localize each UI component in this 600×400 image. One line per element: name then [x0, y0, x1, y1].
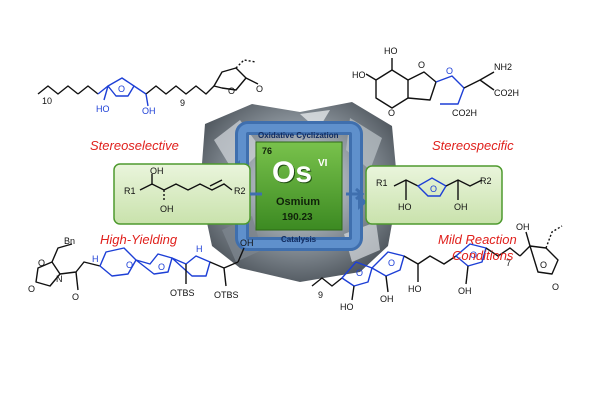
mol-tr-o2: O: [418, 60, 425, 70]
cycle-arrow-right-icon: [358, 194, 367, 210]
mol-br-r1: R1: [376, 178, 388, 188]
mol-br-oh: OH: [454, 202, 468, 212]
mol-br2-o3: O: [470, 250, 477, 260]
product-box: [365, 165, 503, 225]
mol-bl2-otbs1: OTBS: [170, 288, 195, 298]
atomic-mass: 190.23: [282, 212, 313, 223]
mol-bl2-o3: O: [72, 292, 79, 302]
molecule-box-left: [139, 174, 233, 202]
label-high-yielding: High-Yielding: [100, 232, 178, 247]
mol-br2-oh1: OH: [380, 294, 394, 304]
mol-tr-o1: O: [388, 108, 395, 118]
caption-oxidative-cyclization: Oxidative Cyclization: [258, 131, 339, 140]
mol-tr-o3: O: [446, 66, 453, 76]
mol-br2-o4: O: [540, 260, 547, 270]
mol-tl-carbonyl-o: O: [256, 84, 263, 94]
mol-br2-sub9: 9: [318, 290, 323, 300]
molecule-top-right: [365, 58, 495, 109]
mol-bl-oh1: OH: [150, 166, 164, 176]
mol-bl2-bn: Bn: [64, 236, 75, 246]
mol-br2-ho1: HO: [340, 302, 354, 312]
reaction-arrow-out-icon: [346, 187, 365, 201]
caption-catalysis: Catalysis: [281, 235, 317, 244]
mol-br-r2: R2: [480, 176, 492, 186]
mol-br2-oh2: OH: [458, 286, 472, 296]
element-name: Osmium: [276, 196, 321, 208]
molecule-top-left: [37, 59, 259, 107]
mol-tl-lactone-o: O: [228, 86, 235, 96]
mol-bl2-o5: O: [158, 262, 165, 272]
atomic-number: 76: [262, 146, 273, 156]
mol-bl2-o2: O: [28, 284, 35, 294]
mol-tr-ho2: HO: [352, 70, 366, 80]
mol-bl-r2: R2: [234, 186, 246, 196]
element-symbol: Os: [272, 156, 313, 189]
mol-bl2-o4: O: [126, 260, 133, 270]
mol-tr-co2h2: CO2H: [452, 108, 477, 118]
mol-bl2-oh: OH: [240, 238, 254, 248]
mol-tr-nh2: NH2: [494, 62, 512, 72]
mol-bl2-h2: H: [196, 244, 203, 254]
mol-br2-o5: O: [552, 282, 559, 292]
mol-bl2-o1: O: [38, 258, 45, 268]
mol-br2-ho2: HO: [408, 284, 422, 294]
mol-tr-co2h1: CO2H: [494, 88, 519, 98]
molecule-bottom-right: [311, 225, 563, 301]
osmium-element-tile: [255, 141, 343, 231]
label-stereospecific: Stereospecific: [432, 138, 514, 153]
mol-br2-sub7: 7: [506, 258, 511, 268]
mol-tl-oh: OH: [142, 106, 156, 116]
molecule-bottom-left: [35, 243, 245, 291]
mol-bl2-h1: H: [92, 254, 99, 264]
mol-bl-oh2: OH: [160, 204, 174, 214]
mol-bl-r1: R1: [124, 186, 136, 196]
mol-br-ho: HO: [398, 202, 412, 212]
mol-tl-ho: HO: [96, 104, 110, 114]
mol-tl-ring-o: O: [118, 84, 125, 94]
mol-tr-ho1: HO: [384, 46, 398, 56]
oxidation-state: VI: [318, 158, 328, 169]
label-mild-line2: Conditions: [452, 248, 514, 263]
mol-br2-o1: O: [356, 268, 363, 278]
mol-tl-sub10: 10: [42, 96, 52, 106]
mol-br2-o2: O: [388, 258, 395, 268]
mol-tl-sub9: 9: [180, 98, 185, 108]
mol-br-ring-o: O: [430, 184, 437, 194]
label-mild-line1: Mild Reaction: [438, 232, 517, 247]
mol-bl2-n: N: [56, 274, 63, 284]
label-stereoselective: Stereoselective: [90, 138, 179, 153]
molecule-box-right: [393, 177, 483, 200]
mol-bl2-otbs2: OTBS: [214, 290, 239, 300]
mol-br2-oh3: OH: [516, 222, 530, 232]
